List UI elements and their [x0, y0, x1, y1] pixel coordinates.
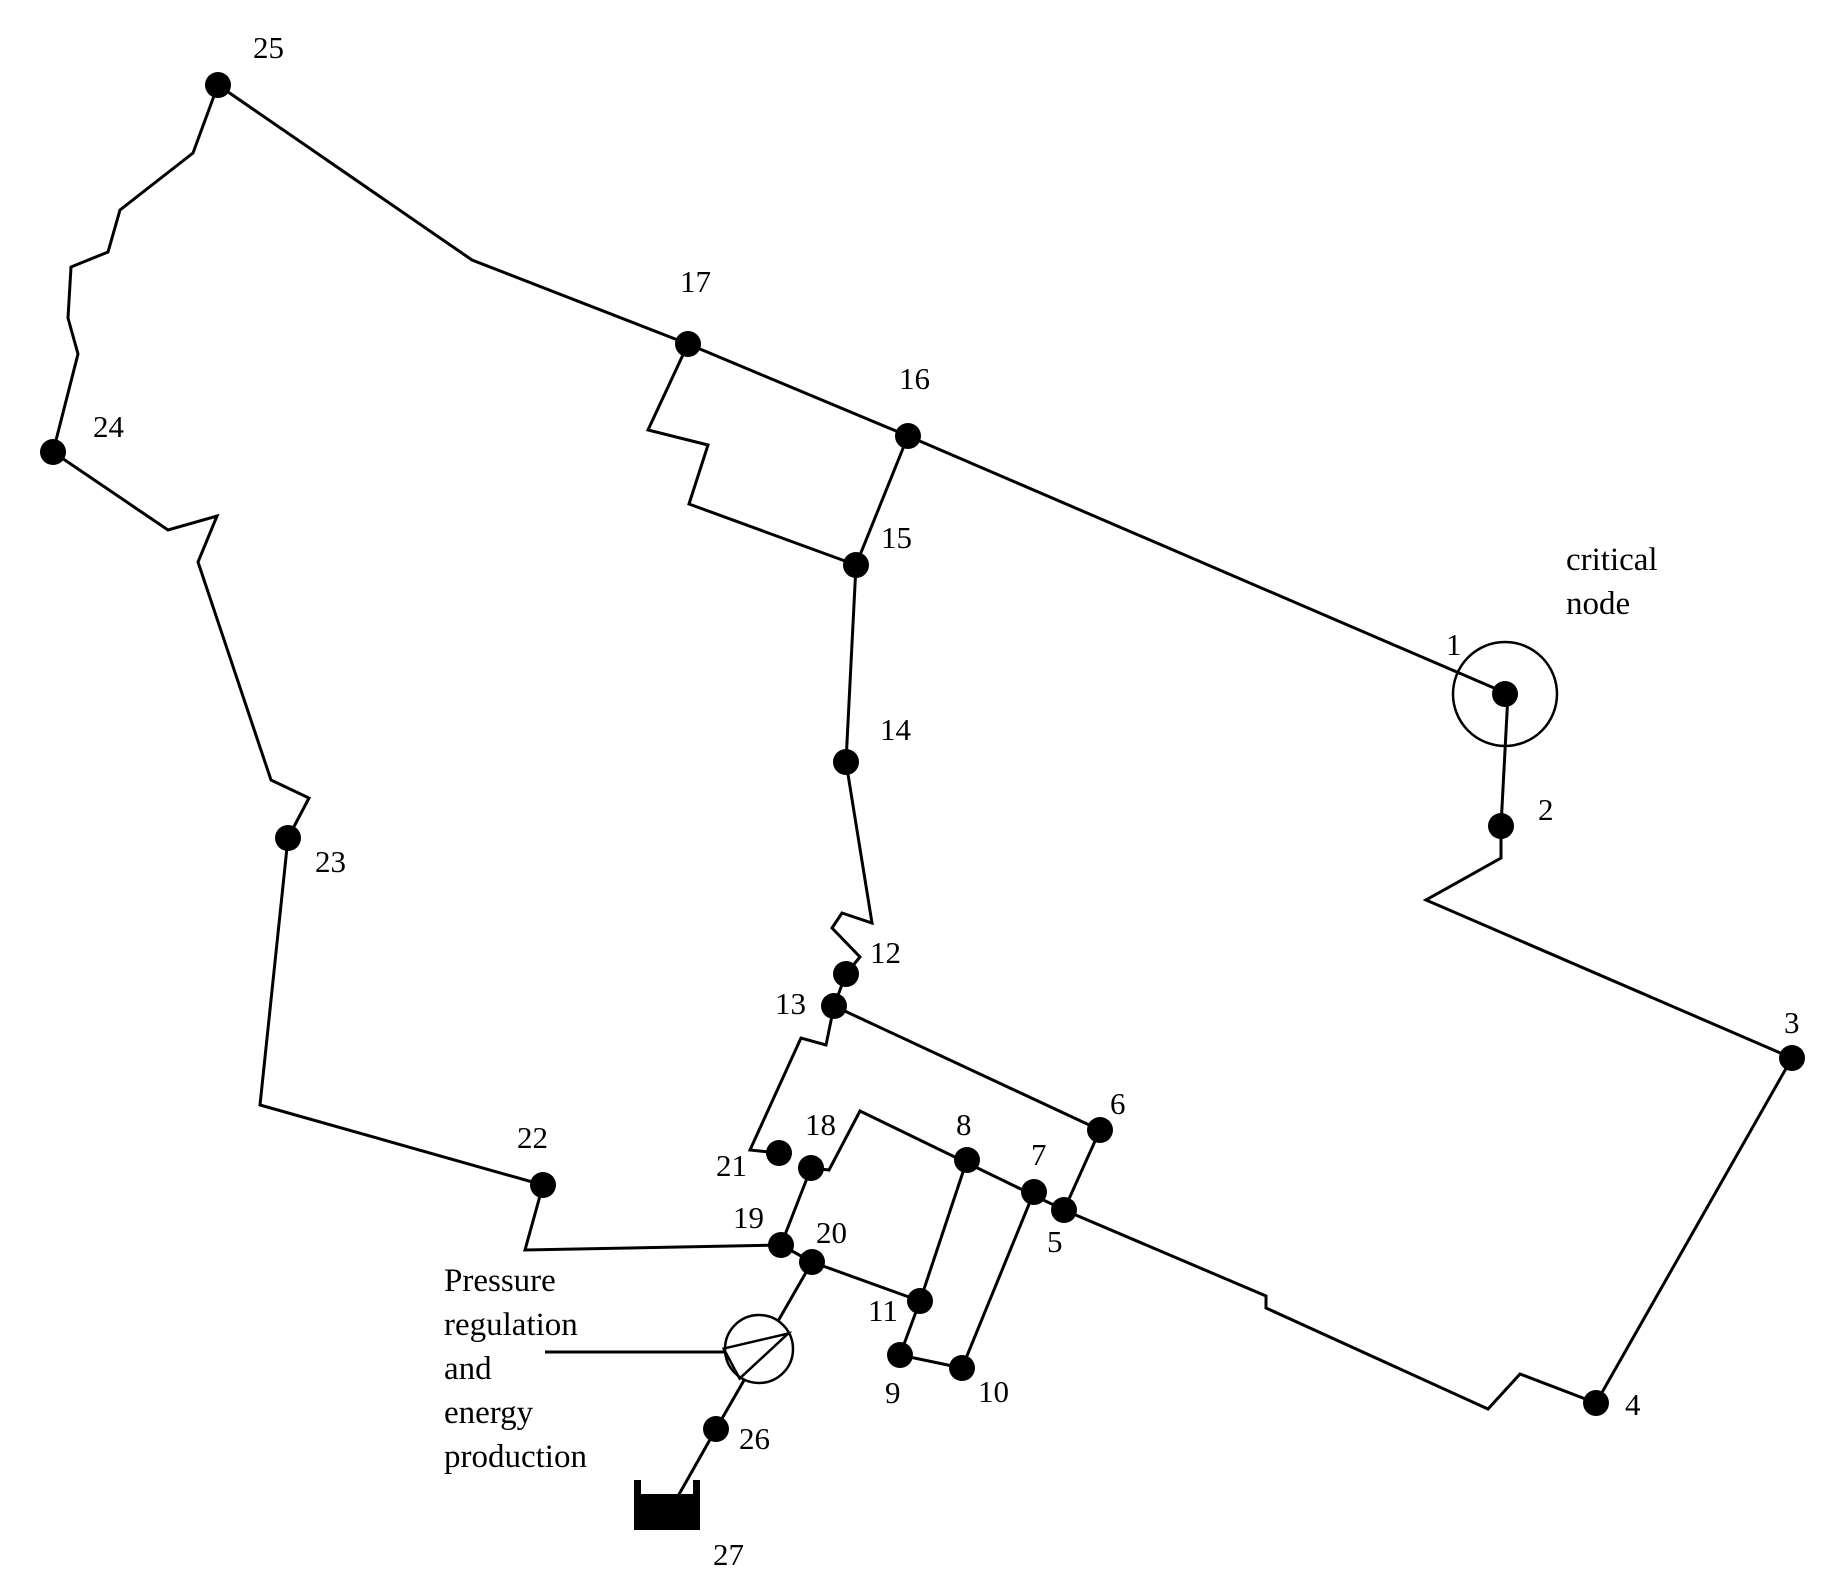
node-label-18: 18: [805, 1107, 836, 1142]
node-label-10: 10: [978, 1374, 1009, 1409]
pipe-1-2: [1499, 693, 1510, 827]
pipe-24-23: [52, 450, 312, 839]
node-24: [40, 439, 66, 465]
node-label-5: 5: [1047, 1224, 1063, 1259]
node-10: [949, 1355, 975, 1381]
pipe-10-7: [960, 1191, 1036, 1369]
pipe-16-15: [854, 435, 910, 566]
pressure-regulation-text-line-3: and: [444, 1351, 492, 1387]
node-label-1: 1: [1446, 627, 1462, 662]
node-labels: 1 2 3 4 5 6 7 8 9 10 11 12 13 14 15 16 1…: [93, 30, 1800, 1572]
node-label-6: 6: [1110, 1086, 1126, 1121]
node-label-4: 4: [1625, 1387, 1641, 1422]
node-label-24: 24: [93, 409, 125, 444]
node-13: [821, 993, 847, 1019]
node-label-11: 11: [868, 1293, 898, 1328]
node-11: [907, 1288, 933, 1314]
pipe-13-6: [833, 1004, 1101, 1132]
pipe-3-4: [1594, 1057, 1794, 1404]
pressure-regulation-text-line-1: Pressure: [444, 1263, 556, 1299]
pipe-8-11: [918, 1159, 969, 1302]
node-label-7: 7: [1031, 1137, 1047, 1172]
node-label-12: 12: [870, 935, 901, 970]
node-label-23: 23: [315, 844, 346, 879]
node-label-13: 13: [775, 986, 806, 1021]
node-16: [895, 423, 921, 449]
pipe-13-21: [747, 1005, 836, 1155]
pipe-22-19: [523, 1184, 782, 1252]
node-2: [1488, 813, 1514, 839]
node-label-25: 25: [253, 30, 284, 65]
node-8: [954, 1147, 980, 1173]
node-label-22: 22: [517, 1120, 548, 1155]
critical-node-text-line-2: node: [1566, 586, 1630, 622]
pipe-17-16: [687, 342, 909, 438]
pipes: [51, 83, 1794, 1506]
node-18: [798, 1155, 824, 1181]
node-9: [887, 1342, 913, 1368]
reservoir-icon: [634, 1480, 700, 1530]
pressure-regulation-text-line-5: production: [444, 1439, 587, 1475]
node-label-27: 27: [713, 1537, 744, 1572]
pipe-25-17: [217, 83, 689, 346]
node-3: [1779, 1045, 1805, 1071]
node-label-2: 2: [1538, 792, 1554, 827]
node-21: [766, 1140, 792, 1166]
node-label-20: 20: [816, 1215, 847, 1250]
node-14: [833, 749, 859, 775]
pipe-20-11: [811, 1260, 921, 1303]
pipe-4-5: [1063, 1208, 1597, 1411]
critical-node-text-line-1: critical: [1566, 542, 1658, 578]
node-17: [675, 331, 701, 357]
node-6: [1087, 1117, 1113, 1143]
pipe-18-19: [779, 1167, 813, 1246]
pipe-16-1: [907, 434, 1509, 696]
node-7: [1021, 1179, 1047, 1205]
node-label-15: 15: [881, 520, 912, 555]
node-label-14: 14: [880, 712, 912, 747]
critical-node-annotation: critical node: [1566, 542, 1658, 622]
turbine-icon: [721, 1313, 795, 1385]
pipe-17-15: [645, 343, 857, 567]
node-label-26: 26: [739, 1421, 770, 1456]
critical-node-ring: [1451, 640, 1559, 748]
pressure-regulation-text-line-2: regulation: [444, 1307, 578, 1343]
node-4: [1583, 1390, 1609, 1416]
pressure-regulation-annotation: Pressure regulation and energy productio…: [444, 1263, 587, 1475]
node-dots: [40, 72, 1805, 1442]
node-5: [1051, 1197, 1077, 1223]
node-20: [799, 1249, 825, 1275]
node-1: [1492, 681, 1518, 707]
node-label-8: 8: [956, 1107, 972, 1142]
node-15: [843, 552, 869, 578]
pipe-14-12: [830, 761, 874, 975]
node-label-17: 17: [680, 264, 711, 299]
node-label-16: 16: [899, 361, 930, 396]
node-19: [768, 1232, 794, 1258]
pipe-2-3: [1422, 826, 1793, 1060]
node-label-21: 21: [716, 1148, 747, 1183]
pipe-25-24: [51, 84, 220, 453]
pressure-regulation-text-line-4: energy: [444, 1395, 534, 1431]
node-label-19: 19: [733, 1200, 764, 1235]
pipe-6-5: [1062, 1129, 1102, 1211]
node-label-3: 3: [1784, 1005, 1800, 1040]
node-12: [833, 961, 859, 987]
pipe-26-27: [671, 1428, 718, 1506]
node-23: [275, 825, 301, 851]
node-label-9: 9: [885, 1375, 901, 1410]
pipe-23-22: [258, 837, 544, 1187]
pipe-15-14: [844, 564, 858, 763]
node-26: [703, 1416, 729, 1442]
node-25: [205, 72, 231, 98]
node-22: [530, 1172, 556, 1198]
